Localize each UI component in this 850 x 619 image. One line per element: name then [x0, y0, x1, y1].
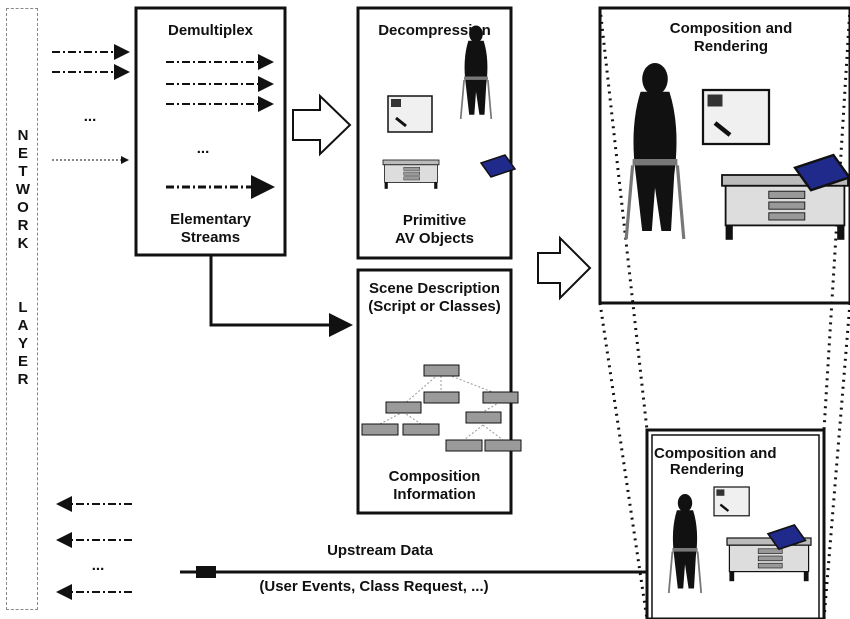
demultiplex-caption-line2: Streams: [180, 229, 241, 246]
decompression-caption-line1: Primitive: [402, 212, 467, 229]
scene-description-caption-line1: Composition: [388, 468, 481, 485]
decompression-title: Decompression: [378, 22, 491, 39]
scene-description-caption-line2: Information: [393, 486, 476, 503]
stream-ellipsis: ...: [196, 140, 210, 157]
composition-small-title-line2: Rendering: [669, 461, 745, 478]
demultiplex-caption-line1: Elementary: [170, 211, 251, 228]
upstream-data-label: Upstream Data: [327, 542, 433, 559]
scene-description-title-line2: (Script or Classes): [368, 298, 501, 315]
demux-to-decompression-arrow: [292, 93, 352, 157]
composition-large-title-line2: Rendering: [693, 38, 769, 55]
composition-small-inner-border: [651, 434, 820, 619]
scene-description-connector: [209, 255, 353, 337]
elementary-stream-arrows: [166, 54, 275, 199]
upstream-data-sublabel: (User Events, Class Request, ...): [259, 578, 489, 595]
scene-description-title-line1: Scene Description: [369, 280, 500, 297]
composition-large-title-line1: Composition and: [669, 20, 793, 37]
network-output-arrows: [56, 496, 132, 600]
demultiplex-box: [134, 6, 287, 257]
input-ellipsis: ...: [83, 108, 97, 125]
network-input-arrows: [52, 44, 130, 164]
to-composition-arrow: [537, 235, 592, 301]
decompression-caption-line2: AV Objects: [395, 230, 474, 247]
composition-small-title-line1: Composition and: [654, 445, 777, 462]
scene-tree: [361, 364, 522, 452]
demultiplex-title: Demultiplex: [167, 22, 254, 39]
upstream-connector-block: [196, 566, 216, 578]
output-ellipsis: ...: [91, 557, 105, 574]
